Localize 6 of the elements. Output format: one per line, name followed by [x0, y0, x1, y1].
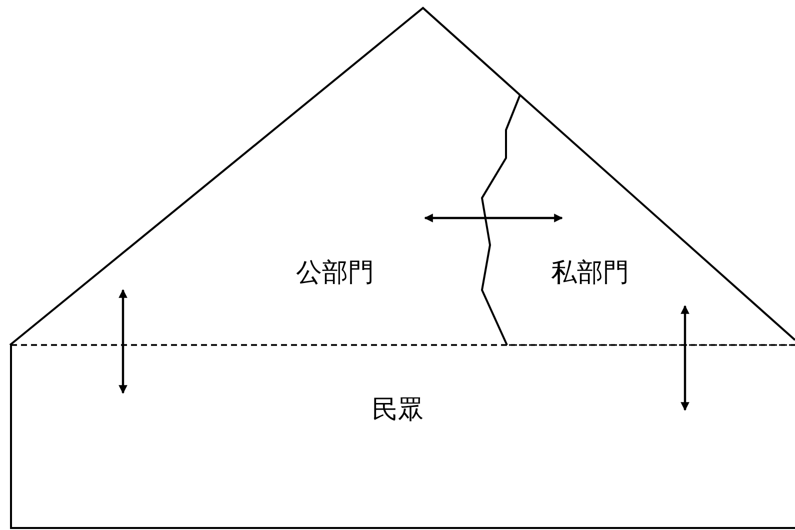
region-label: 民眾: [372, 395, 424, 425]
double-arrow: [424, 214, 563, 222]
region-label: 私部門: [551, 258, 629, 288]
double-arrow: [680, 305, 690, 411]
region-label: 公部門: [296, 258, 374, 288]
double-arrow: [118, 289, 128, 394]
